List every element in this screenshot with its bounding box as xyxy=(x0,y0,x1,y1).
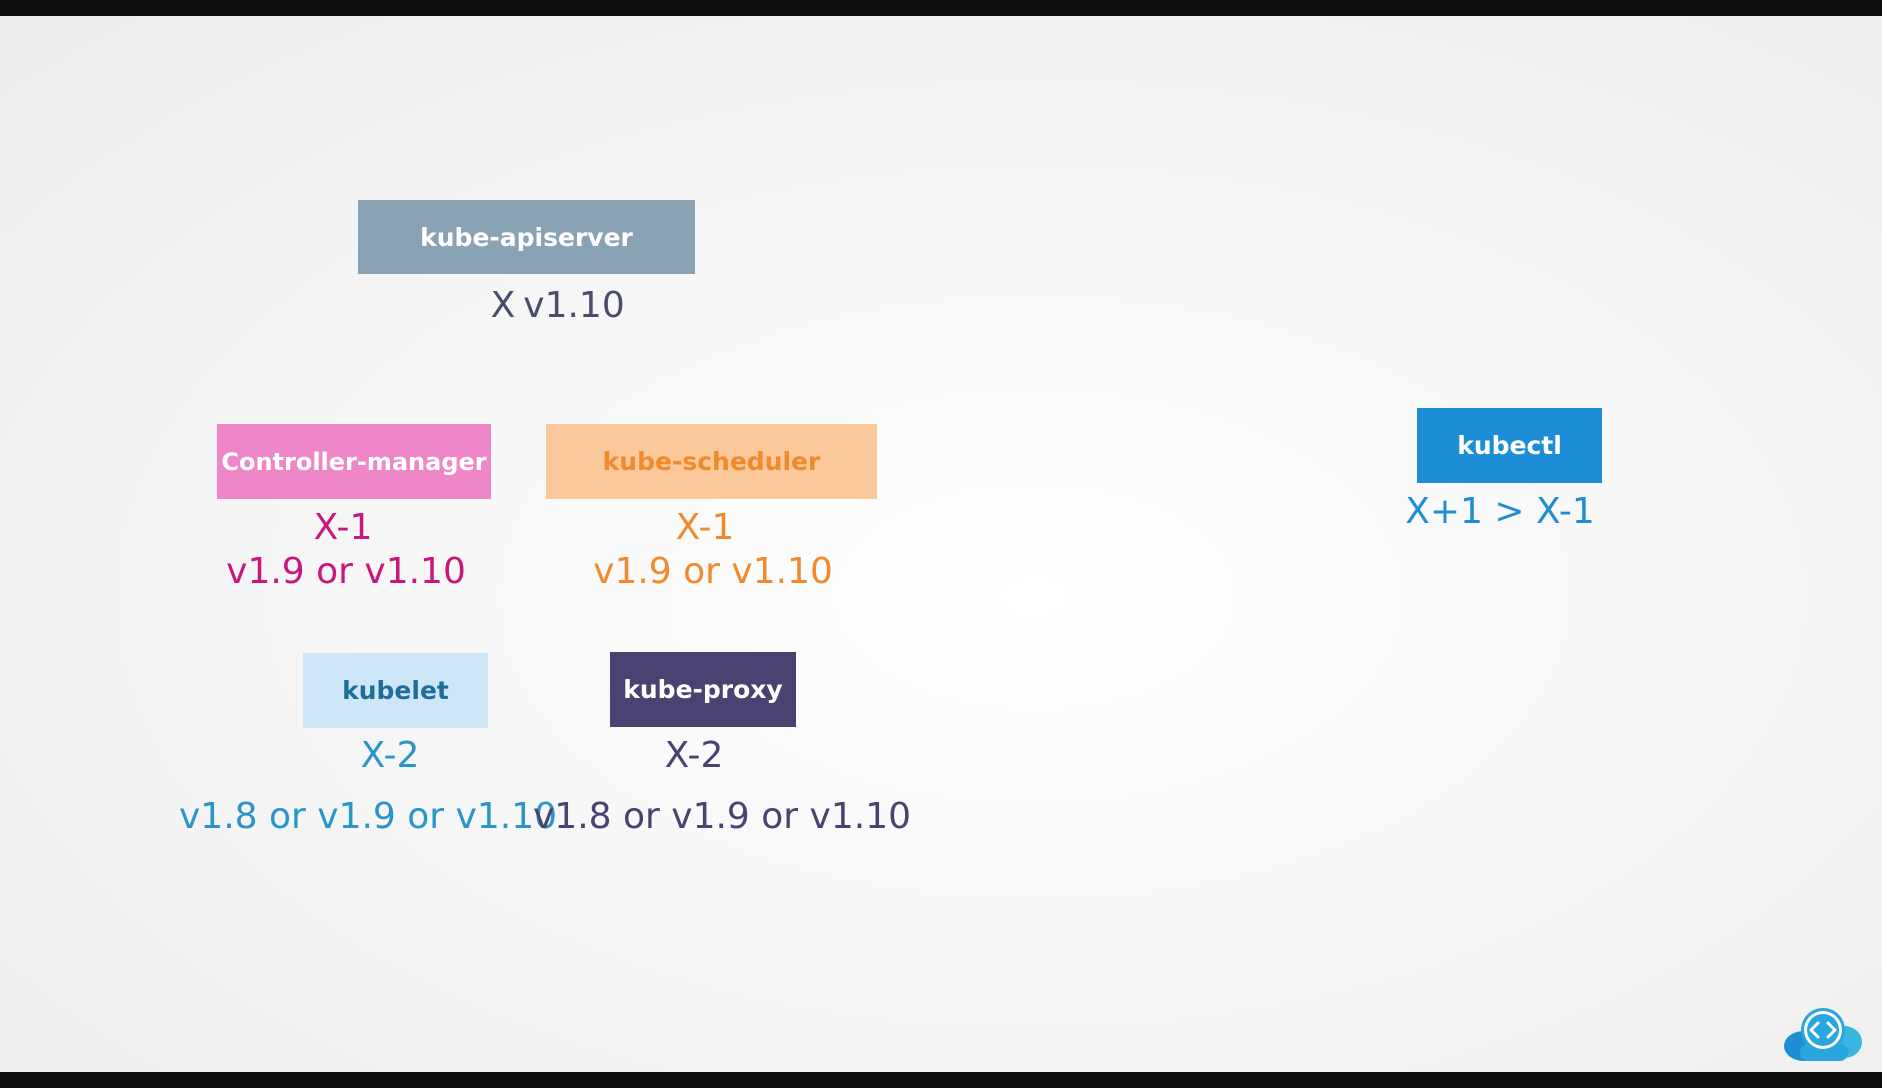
controller-manager-versions: v1.9 or v1.10 xyxy=(226,551,466,592)
kubelet-versions: v1.8 or v1.9 or v1.10 xyxy=(179,796,557,837)
controller-manager-relative-version: X-1 xyxy=(313,507,373,548)
kube-apiserver-box: kube-apiserver xyxy=(358,200,695,274)
kubectl-box: kubectl xyxy=(1417,408,1602,483)
kubelet-box: kubelet xyxy=(303,653,488,728)
kube-apiserver-version: v1.10 xyxy=(523,285,625,326)
code-cloud-icon xyxy=(1784,1008,1862,1061)
kube-scheduler-versions: v1.9 or v1.10 xyxy=(593,551,833,592)
controller-manager-box: Controller-manager xyxy=(217,424,491,499)
slide: kube-apiserver X v1.10 Controller-manage… xyxy=(0,16,1882,1072)
kubectl-relative-version: X+1 > X-1 xyxy=(1405,491,1595,532)
kube-proxy-versions: v1.8 or v1.9 or v1.10 xyxy=(533,796,911,837)
kube-proxy-box: kube-proxy xyxy=(610,652,796,727)
kube-proxy-relative-version: X-2 xyxy=(664,735,724,776)
kubelet-relative-version: X-2 xyxy=(360,735,420,776)
kube-apiserver-relative-version: X xyxy=(490,285,516,326)
kube-scheduler-box: kube-scheduler xyxy=(546,424,877,499)
kube-scheduler-relative-version: X-1 xyxy=(675,507,735,548)
